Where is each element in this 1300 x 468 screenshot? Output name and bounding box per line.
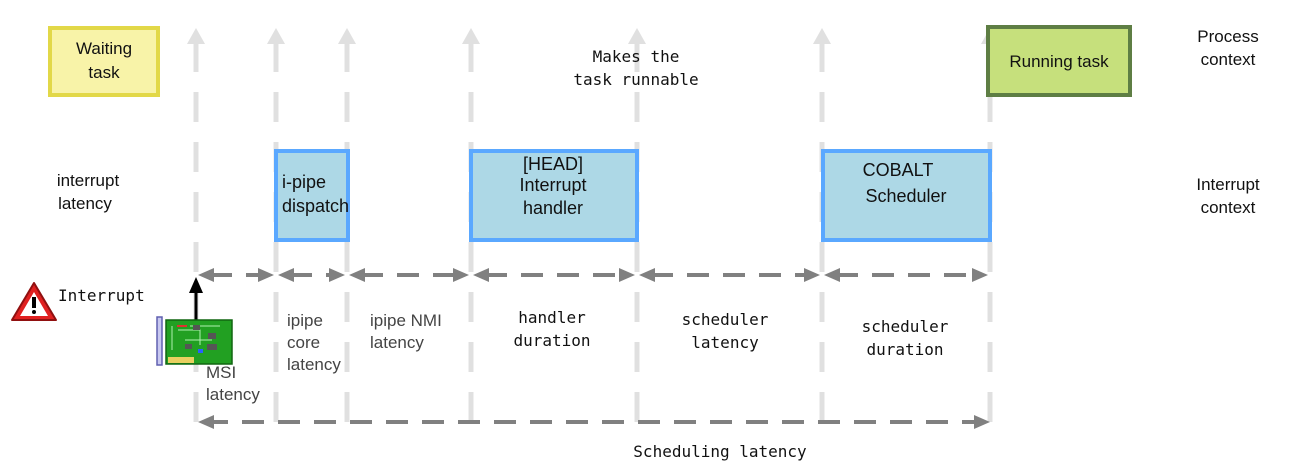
guide-arrowhead bbox=[187, 28, 205, 44]
scheduling-latency-label: Scheduling latency bbox=[633, 442, 807, 461]
segment-arrowhead bbox=[453, 268, 469, 282]
ipipe-nmi-line1: ipipe NMI bbox=[370, 311, 442, 330]
scheduler-latency-line2: latency bbox=[691, 333, 759, 352]
waiting-task-line2: task bbox=[88, 63, 120, 82]
msi-latency-line1: MSI bbox=[206, 363, 236, 382]
guide-arrowhead bbox=[338, 28, 356, 44]
segment-arrowhead bbox=[804, 268, 820, 282]
segment-arrowhead bbox=[473, 268, 489, 282]
waiting-task-box bbox=[48, 26, 160, 97]
interrupt-handler-box bbox=[469, 149, 639, 242]
scheduling-latency-arrow bbox=[198, 415, 990, 429]
segment-arrows bbox=[198, 268, 988, 282]
running-task-box bbox=[986, 25, 1132, 97]
segment-arrowhead bbox=[349, 268, 365, 282]
ipipe-core-line3: latency bbox=[287, 355, 341, 374]
cobalt-scheduler-line1: COBALT bbox=[863, 160, 934, 180]
ipipe-core-line2: core bbox=[287, 333, 320, 352]
vertical-guides bbox=[187, 28, 999, 425]
segment-arrowhead bbox=[639, 268, 655, 282]
interrupt-handler-line1: [HEAD] bbox=[523, 154, 583, 174]
handler-duration-line2: duration bbox=[513, 331, 590, 350]
interrupt-arrow bbox=[189, 277, 203, 320]
process-context-line1: Process bbox=[1197, 27, 1258, 46]
running-task-label: Running task bbox=[1009, 52, 1109, 71]
segment-arrowhead bbox=[619, 268, 635, 282]
segment-arrowhead bbox=[972, 268, 988, 282]
interrupt-latency-line1: interrupt bbox=[57, 171, 120, 190]
guide-arrowhead bbox=[462, 28, 480, 44]
process-context-line2: context bbox=[1201, 50, 1256, 69]
interrupt-context-line1: Interrupt bbox=[1196, 175, 1260, 194]
ipipe-core-line1: ipipe bbox=[287, 311, 323, 330]
segment-arrowhead bbox=[258, 268, 274, 282]
guide-arrowhead bbox=[813, 28, 831, 44]
msi-latency-line2: latency bbox=[206, 385, 260, 404]
handler-duration-line1: handler bbox=[518, 308, 586, 327]
scheduler-duration-line2: duration bbox=[866, 340, 943, 359]
segment-arrowhead bbox=[198, 268, 214, 282]
warning-icon bbox=[11, 282, 57, 321]
makes-runnable-line1: Makes the bbox=[593, 47, 680, 66]
cobalt-scheduler-line2: Scheduler bbox=[865, 186, 946, 206]
segment-arrowhead bbox=[329, 268, 345, 282]
interrupt-latency-line2: latency bbox=[58, 194, 112, 213]
scheduler-latency-line1: scheduler bbox=[682, 310, 769, 329]
interrupt-context-line2: context bbox=[1201, 198, 1256, 217]
ipipe-nmi-line2: latency bbox=[370, 333, 424, 352]
scheduler-duration-line1: scheduler bbox=[862, 317, 949, 336]
interrupt-handler-line3: handler bbox=[523, 198, 583, 218]
ipipe-dispatch-box bbox=[274, 149, 350, 242]
guide-arrowhead bbox=[628, 28, 646, 44]
ipipe-dispatch-line2: dispatch bbox=[282, 196, 349, 216]
guide-arrowhead bbox=[267, 28, 285, 44]
interrupt-handler-line2: Interrupt bbox=[519, 175, 586, 195]
segment-arrowhead bbox=[278, 268, 294, 282]
segment-arrowhead bbox=[824, 268, 840, 282]
makes-runnable-line2: task runnable bbox=[573, 70, 698, 89]
network-card-icon bbox=[156, 316, 233, 366]
waiting-task-line1: Waiting bbox=[76, 39, 132, 58]
ipipe-dispatch-line1: i-pipe bbox=[282, 172, 326, 192]
interrupt-label: Interrupt bbox=[58, 286, 145, 305]
cobalt-scheduler-box bbox=[821, 149, 992, 242]
